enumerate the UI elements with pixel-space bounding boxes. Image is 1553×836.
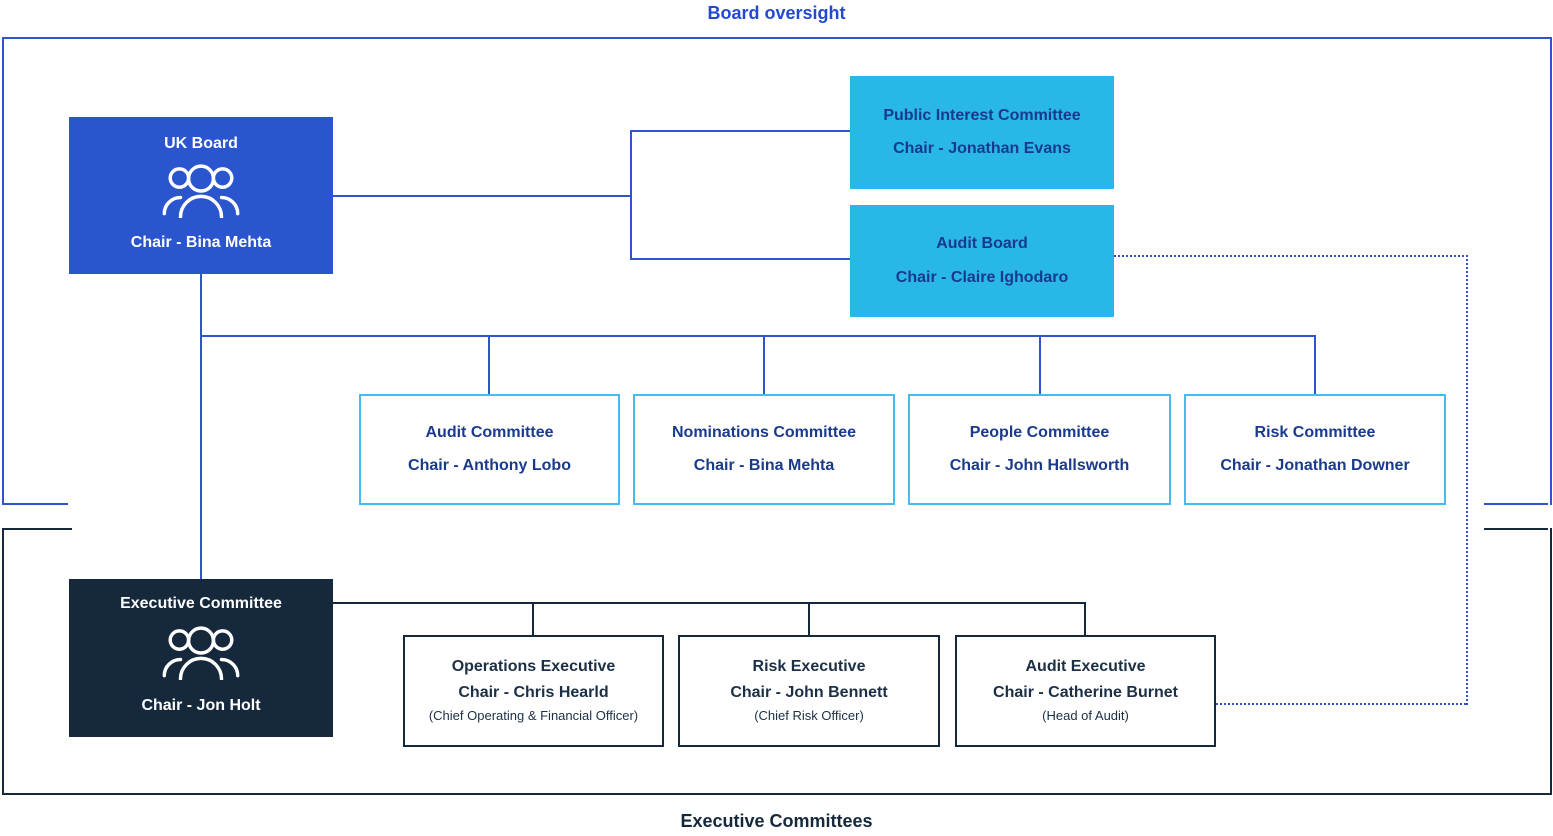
nominations-committee-title: Nominations Committee	[671, 423, 856, 441]
audit-board-title: Audit Board	[936, 235, 1028, 253]
executive-committees-container	[2, 528, 1552, 795]
public-interest-committee-title: Public Interest Committee	[883, 106, 1081, 124]
uk-board-node: UK Board Chair - Bina Mehta	[69, 117, 333, 274]
executive-committee-chair: Chair - Jon Holt	[141, 696, 261, 714]
audit-executive-role: (Head of Audit)	[1042, 708, 1129, 724]
nominations-committee-node: Nominations Committee Chair - Bina Mehta	[633, 394, 895, 505]
risk-executive-role: (Chief Risk Officer)	[754, 708, 864, 724]
uk-board-title: UK Board	[164, 135, 238, 152]
connector-drop-operations-executive	[532, 602, 534, 636]
people-icon	[161, 625, 241, 685]
risk-executive-title: Risk Executive	[752, 658, 866, 676]
nominations-committee-chair: Chair - Bina Mehta	[693, 457, 835, 474]
operations-executive-node: Operations Executive Chair - Chris Hearl…	[403, 635, 664, 747]
connector-drop-risk-committee	[1314, 335, 1316, 395]
audit-executive-node: Audit Executive Chair - Catherine Burnet…	[955, 635, 1216, 747]
risk-committee-title: Risk Committee	[1254, 423, 1376, 441]
connector-to-audit-board	[630, 258, 850, 260]
risk-executive-chair: Chair - John Bennett	[730, 683, 888, 701]
connector-drop-audit-executive	[1084, 602, 1086, 636]
dotted-link-top	[1114, 255, 1468, 257]
connector-drop-risk-executive	[808, 602, 810, 636]
audit-executive-chair: Chair - Catherine Burnet	[993, 683, 1178, 701]
public-interest-committee-chair: Chair - Jonathan Evans	[893, 140, 1071, 157]
risk-committee-node: Risk Committee Chair - Jonathan Downer	[1184, 394, 1446, 505]
board-container-bottom-right-segment	[1484, 503, 1548, 505]
audit-executive-title: Audit Executive	[1025, 658, 1146, 676]
connector-to-public-interest	[630, 130, 850, 132]
connector-ukboard-right	[333, 195, 632, 197]
board-oversight-title: Board oversight	[707, 3, 846, 23]
audit-board-chair: Chair - Claire Ighodaro	[895, 268, 1069, 286]
connector-committees-horizontal	[200, 335, 1316, 337]
audit-committee-chair: Chair - Anthony Lobo	[408, 457, 571, 474]
dotted-link-bottom	[1216, 703, 1466, 705]
connector-drop-people-committee	[1039, 335, 1041, 395]
audit-committee-node: Audit Committee Chair - Anthony Lobo	[359, 394, 620, 505]
people-committee-title: People Committee	[969, 423, 1110, 441]
executive-committee-title: Executive Committee	[120, 595, 282, 612]
executive-committee-node: Executive Committee Chair - Jon Holt	[69, 579, 333, 737]
audit-committee-title: Audit Committee	[425, 423, 554, 441]
dotted-link-vertical	[1466, 255, 1468, 705]
connector-drop-audit-committee	[488, 335, 490, 395]
exec-container-top-right-segment	[1484, 528, 1548, 530]
board-oversight-container	[2, 37, 1552, 505]
executive-committees-title: Executive Committees	[680, 811, 873, 831]
people-committee-chair: Chair - John Hallsworth	[949, 457, 1130, 474]
people-committee-node: People Committee Chair - John Hallsworth	[908, 394, 1171, 505]
risk-committee-chair: Chair - Jonathan Downer	[1220, 457, 1410, 474]
risk-executive-node: Risk Executive Chair - John Bennett (Chi…	[678, 635, 940, 747]
connector-drop-nominations-committee	[763, 335, 765, 395]
audit-board-node: Audit Board Chair - Claire Ighodaro	[850, 205, 1114, 317]
exec-container-top-left-segment	[2, 528, 72, 530]
operations-executive-chair: Chair - Chris Hearld	[458, 683, 609, 701]
board-container-bottom-left-segment	[2, 503, 68, 505]
public-interest-committee-node: Public Interest Committee Chair - Jonath…	[850, 76, 1114, 189]
people-icon	[161, 164, 241, 223]
operations-executive-role: (Chief Operating & Financial Officer)	[428, 708, 639, 724]
connector-exec-horizontal	[333, 602, 1086, 604]
operations-executive-title: Operations Executive	[451, 658, 616, 676]
connector-ukboard-down	[200, 274, 202, 580]
connector-branch-vertical	[630, 130, 632, 260]
uk-board-chair: Chair - Bina Mehta	[130, 233, 272, 251]
